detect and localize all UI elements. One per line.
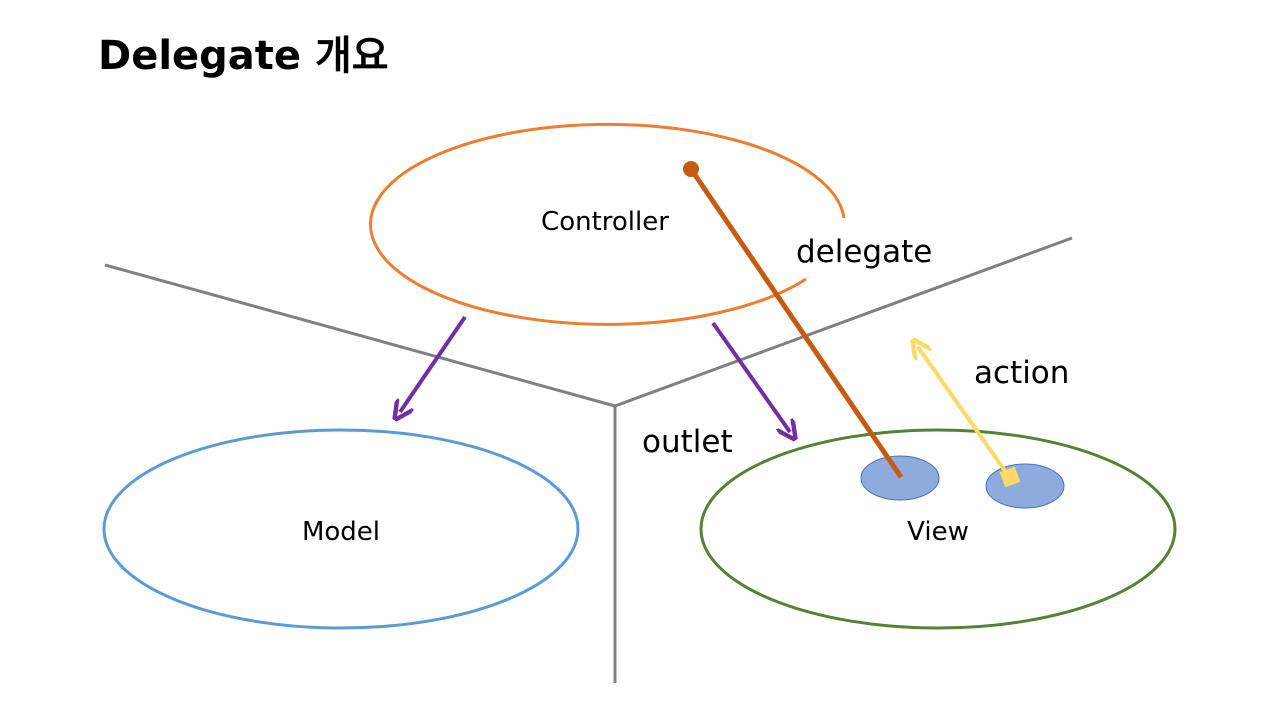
delegate-dot-end xyxy=(683,161,699,177)
divider-left xyxy=(104,263,616,408)
controller-label: Controller xyxy=(541,207,669,237)
delegate-connector xyxy=(683,161,904,479)
action-label: action xyxy=(974,355,1069,391)
view-ellipse xyxy=(699,428,1177,630)
divider-right xyxy=(614,236,1073,408)
view-subelement-left xyxy=(860,455,940,501)
view-node: View xyxy=(699,428,1177,630)
controller-ellipse xyxy=(369,122,846,326)
model-ellipse xyxy=(102,428,580,630)
slide-title: Delegate 개요 xyxy=(98,33,389,79)
outlet-label: outlet xyxy=(642,424,733,460)
action-square-end xyxy=(999,466,1021,488)
delegate-line xyxy=(688,167,904,479)
action-arrow xyxy=(918,347,1012,480)
view-label: View xyxy=(907,517,969,547)
view-subelement-right xyxy=(985,463,1065,509)
controller-to-model-arrow xyxy=(400,315,467,412)
model-label: Model xyxy=(302,517,380,547)
controller-node: Controller xyxy=(369,122,846,326)
outlet-arrow xyxy=(711,321,790,432)
model-node: Model xyxy=(102,428,580,630)
action-connector xyxy=(918,347,1021,488)
divider-lines xyxy=(104,236,1073,683)
delegate-label: delegate xyxy=(796,234,932,270)
